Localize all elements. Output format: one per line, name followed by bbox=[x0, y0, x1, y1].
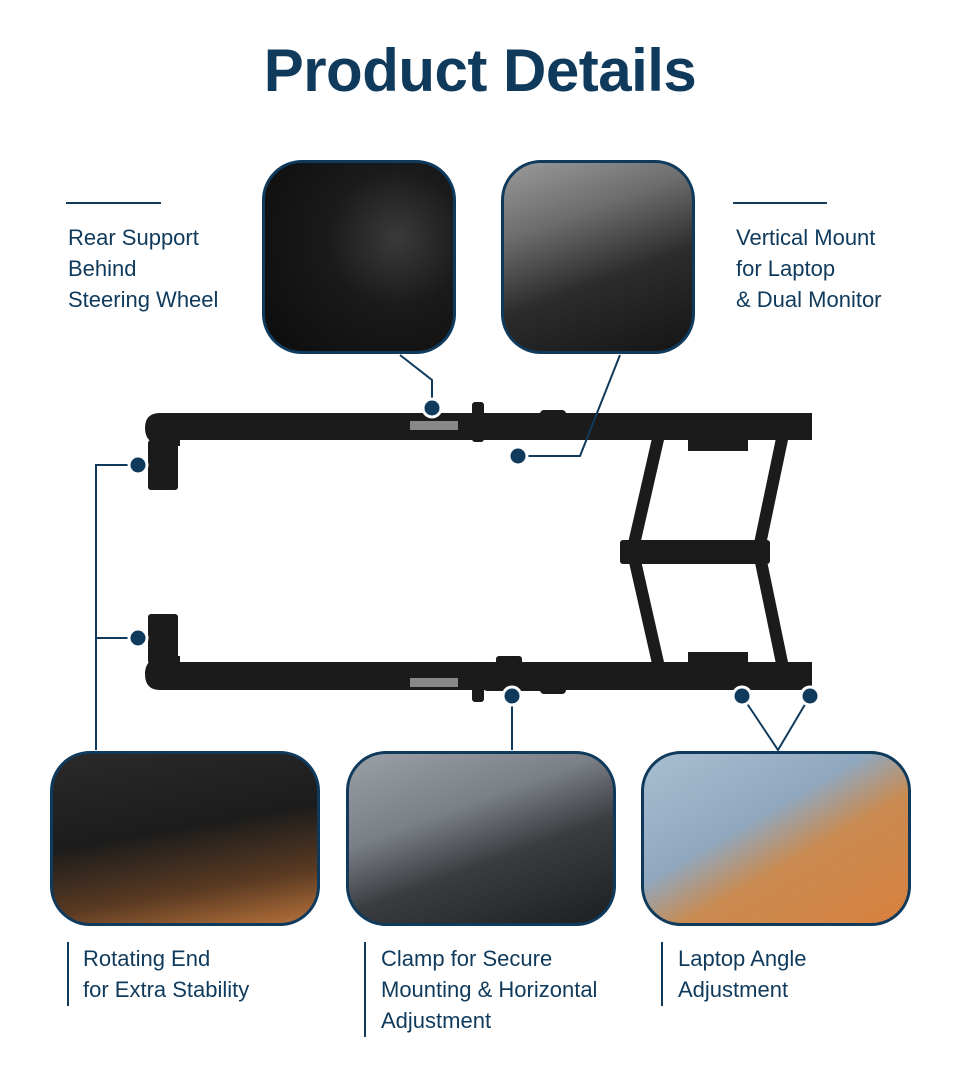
label-line: Adjustment bbox=[678, 977, 789, 1002]
laptop-angle-photo bbox=[641, 751, 911, 926]
divider bbox=[66, 202, 161, 204]
page-title: Product Details bbox=[263, 37, 697, 104]
label-line: for Laptop bbox=[736, 256, 836, 281]
divider bbox=[733, 202, 827, 204]
slot bbox=[410, 421, 458, 430]
label-line: & Dual Monitor bbox=[736, 287, 882, 312]
rear-support-label: Rear Support Behind Steering Wheel bbox=[68, 222, 218, 315]
divider bbox=[67, 942, 69, 1006]
label-line: Vertical Mount bbox=[736, 225, 876, 250]
slot bbox=[410, 678, 458, 687]
divider bbox=[661, 942, 663, 1006]
callout-dots bbox=[127, 397, 821, 707]
label-line: Mounting & Horizontal bbox=[381, 977, 598, 1002]
angle-label: Laptop Angle Adjustment bbox=[678, 943, 806, 1005]
clamp-photo bbox=[346, 751, 616, 926]
clamp-label: Clamp for Secure Mounting & Horizontal A… bbox=[381, 943, 597, 1036]
divider bbox=[364, 942, 366, 1037]
label-line: for Extra Stability bbox=[83, 977, 250, 1002]
vertical-mount-photo bbox=[501, 160, 695, 354]
rotating-end-label: Rotating End for Extra Stability bbox=[83, 943, 249, 1005]
stand-frame bbox=[145, 402, 812, 702]
label-line: Steering Wheel bbox=[68, 287, 219, 312]
label-line: Rear Support bbox=[68, 225, 199, 250]
rotating-end-photo bbox=[50, 751, 320, 926]
rear-support-photo bbox=[262, 160, 456, 354]
label-line: Adjustment bbox=[381, 1008, 492, 1033]
label-line: Rotating End bbox=[83, 946, 211, 971]
label-line: Clamp for Secure bbox=[381, 946, 553, 971]
vertical-mount-label: Vertical Mount for Laptop & Dual Monitor bbox=[736, 222, 882, 315]
label-line: Behind bbox=[68, 256, 137, 281]
label-line: Laptop Angle bbox=[678, 946, 807, 971]
